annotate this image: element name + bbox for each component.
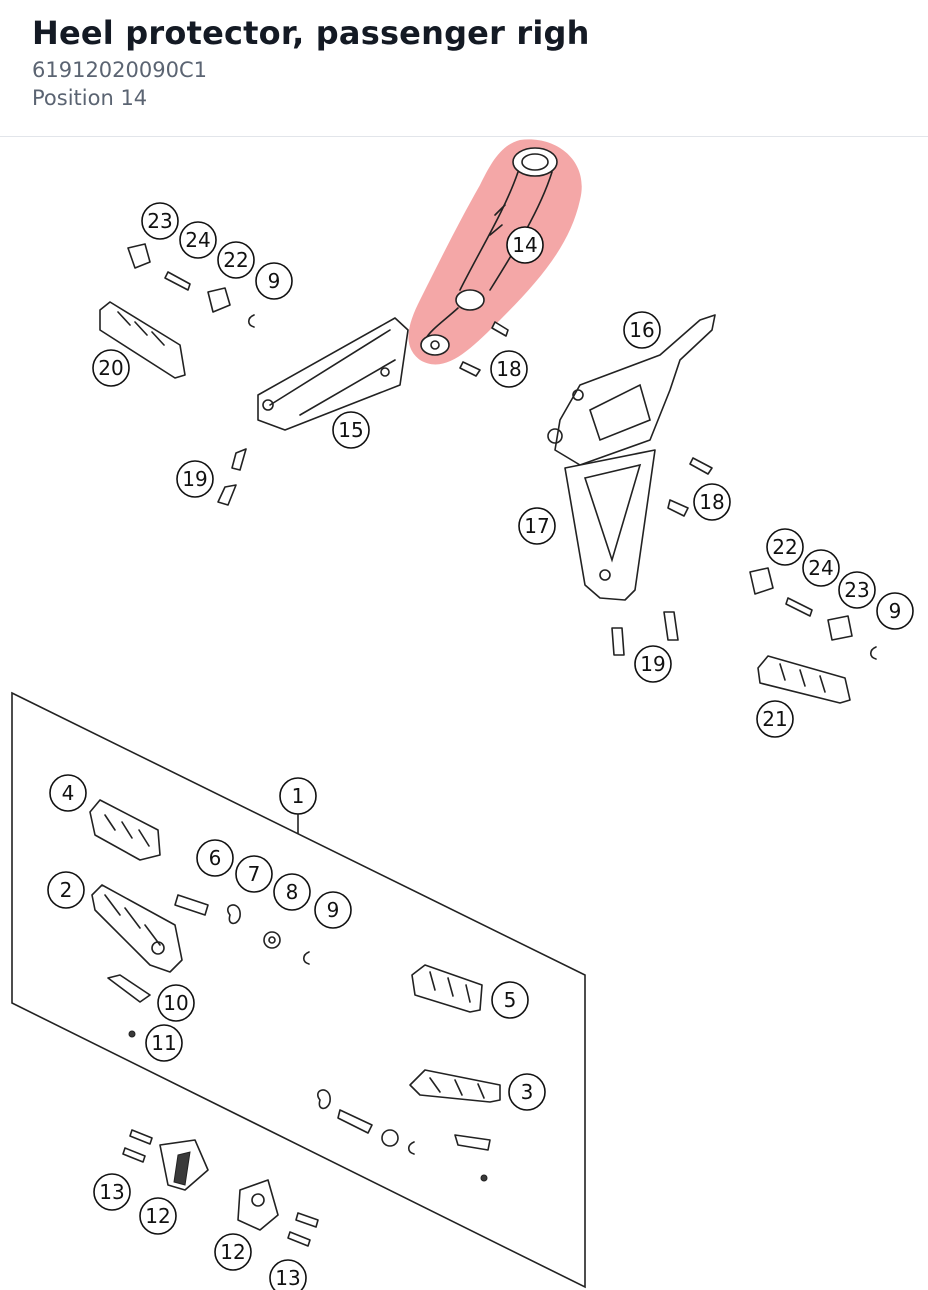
svg-text:12: 12 [145, 1204, 170, 1228]
part-16-plate[interactable] [547, 314, 716, 466]
svg-text:22: 22 [223, 248, 248, 272]
callout-5[interactable]: 5 [491, 981, 529, 1019]
svg-text:9: 9 [327, 898, 340, 922]
kit-box-outline [11, 691, 586, 1289]
callout-23[interactable]: 23 [141, 202, 179, 240]
callout-17[interactable]: 17 [518, 507, 556, 545]
callout-22[interactable]: 22 [766, 528, 804, 566]
callout-9[interactable]: 9 [255, 262, 293, 300]
callout-12[interactable]: 12 [139, 1197, 177, 1235]
part-17-guard[interactable] [564, 449, 656, 601]
part-header: Heel protector, passenger righ 619120200… [0, 0, 928, 137]
callout-16[interactable]: 16 [623, 311, 661, 349]
exploded-parts-diagram: 23 24 22 9 20 14 18 15 19 16 18 17 22 24… [11, 139, 914, 1290]
svg-text:6: 6 [209, 846, 222, 870]
svg-text:18: 18 [496, 357, 521, 381]
callout-9[interactable]: 9 [876, 592, 914, 630]
callout-2[interactable]: 2 [47, 871, 85, 909]
callout-10[interactable]: 10 [157, 984, 195, 1022]
callout-19[interactable]: 19 [176, 460, 214, 498]
svg-text:5: 5 [504, 988, 517, 1012]
part-15-bracket[interactable] [257, 317, 409, 431]
svg-text:18: 18 [699, 490, 724, 514]
callout-23[interactable]: 23 [838, 571, 876, 609]
part-14-heel-protector[interactable] [420, 147, 558, 356]
callout-14[interactable]: 14 [506, 226, 544, 264]
svg-text:13: 13 [99, 1180, 124, 1204]
svg-text:15: 15 [338, 418, 363, 442]
part-position: Position 14 [32, 86, 148, 110]
svg-text:4: 4 [62, 781, 75, 805]
callout-18[interactable]: 18 [490, 350, 528, 388]
callout-6[interactable]: 6 [196, 839, 234, 877]
callout-15[interactable]: 15 [332, 411, 370, 449]
svg-text:19: 19 [182, 467, 207, 491]
svg-text:8: 8 [286, 880, 299, 904]
part-2-footpeg[interactable] [91, 884, 183, 973]
callout-4[interactable]: 4 [49, 774, 87, 812]
callout-22[interactable]: 22 [217, 241, 255, 279]
callout-18[interactable]: 18 [693, 483, 731, 521]
svg-text:2: 2 [60, 878, 73, 902]
hardware-upper [127, 243, 877, 660]
svg-text:10: 10 [163, 991, 188, 1015]
callout-19[interactable]: 19 [634, 645, 672, 683]
part-5-footpeg[interactable] [411, 964, 483, 1013]
svg-text:19: 19 [640, 652, 665, 676]
svg-text:17: 17 [524, 514, 549, 538]
svg-text:23: 23 [844, 578, 869, 602]
callout-20[interactable]: 20 [92, 349, 130, 387]
callout-21[interactable]: 21 [756, 700, 794, 738]
svg-text:24: 24 [808, 556, 833, 580]
svg-text:12: 12 [220, 1240, 245, 1264]
callout-7[interactable]: 7 [235, 855, 273, 893]
callout-13[interactable]: 13 [269, 1259, 307, 1290]
svg-text:3: 3 [521, 1080, 534, 1104]
part-3-footpeg[interactable] [409, 1069, 501, 1103]
callout-13[interactable]: 13 [93, 1173, 131, 1211]
svg-text:22: 22 [772, 535, 797, 559]
part-20-footpeg[interactable] [99, 301, 186, 379]
callout-24[interactable]: 24 [179, 221, 217, 259]
svg-text:11: 11 [151, 1031, 176, 1055]
svg-text:16: 16 [629, 318, 654, 342]
callout-3[interactable]: 3 [508, 1073, 546, 1111]
hardware-kit [107, 894, 491, 1182]
svg-text:20: 20 [98, 356, 123, 380]
svg-text:23: 23 [147, 209, 172, 233]
highlight-part-14[interactable] [408, 139, 582, 365]
callout-9[interactable]: 9 [314, 891, 352, 929]
callout-8[interactable]: 8 [273, 873, 311, 911]
svg-text:9: 9 [268, 269, 281, 293]
svg-text:13: 13 [275, 1266, 300, 1290]
svg-text:1: 1 [292, 784, 305, 808]
svg-text:24: 24 [185, 228, 210, 252]
part-title: Heel protector, passenger righ [32, 14, 590, 52]
svg-text:7: 7 [248, 862, 261, 886]
part-13-bolts [122, 1129, 319, 1247]
part-21-footpeg[interactable] [757, 655, 851, 704]
callout-11[interactable]: 11 [145, 1024, 183, 1062]
part-4-footpeg[interactable] [89, 799, 161, 861]
callout-12[interactable]: 12 [214, 1233, 252, 1271]
svg-text:21: 21 [762, 707, 787, 731]
svg-text:14: 14 [512, 233, 537, 257]
callout-24[interactable]: 24 [802, 549, 840, 587]
part-number: 61912020090C1 [32, 58, 207, 82]
part-12-guards[interactable] [159, 1139, 279, 1231]
svg-text:9: 9 [889, 599, 902, 623]
callout-1[interactable]: 1 [279, 777, 317, 815]
